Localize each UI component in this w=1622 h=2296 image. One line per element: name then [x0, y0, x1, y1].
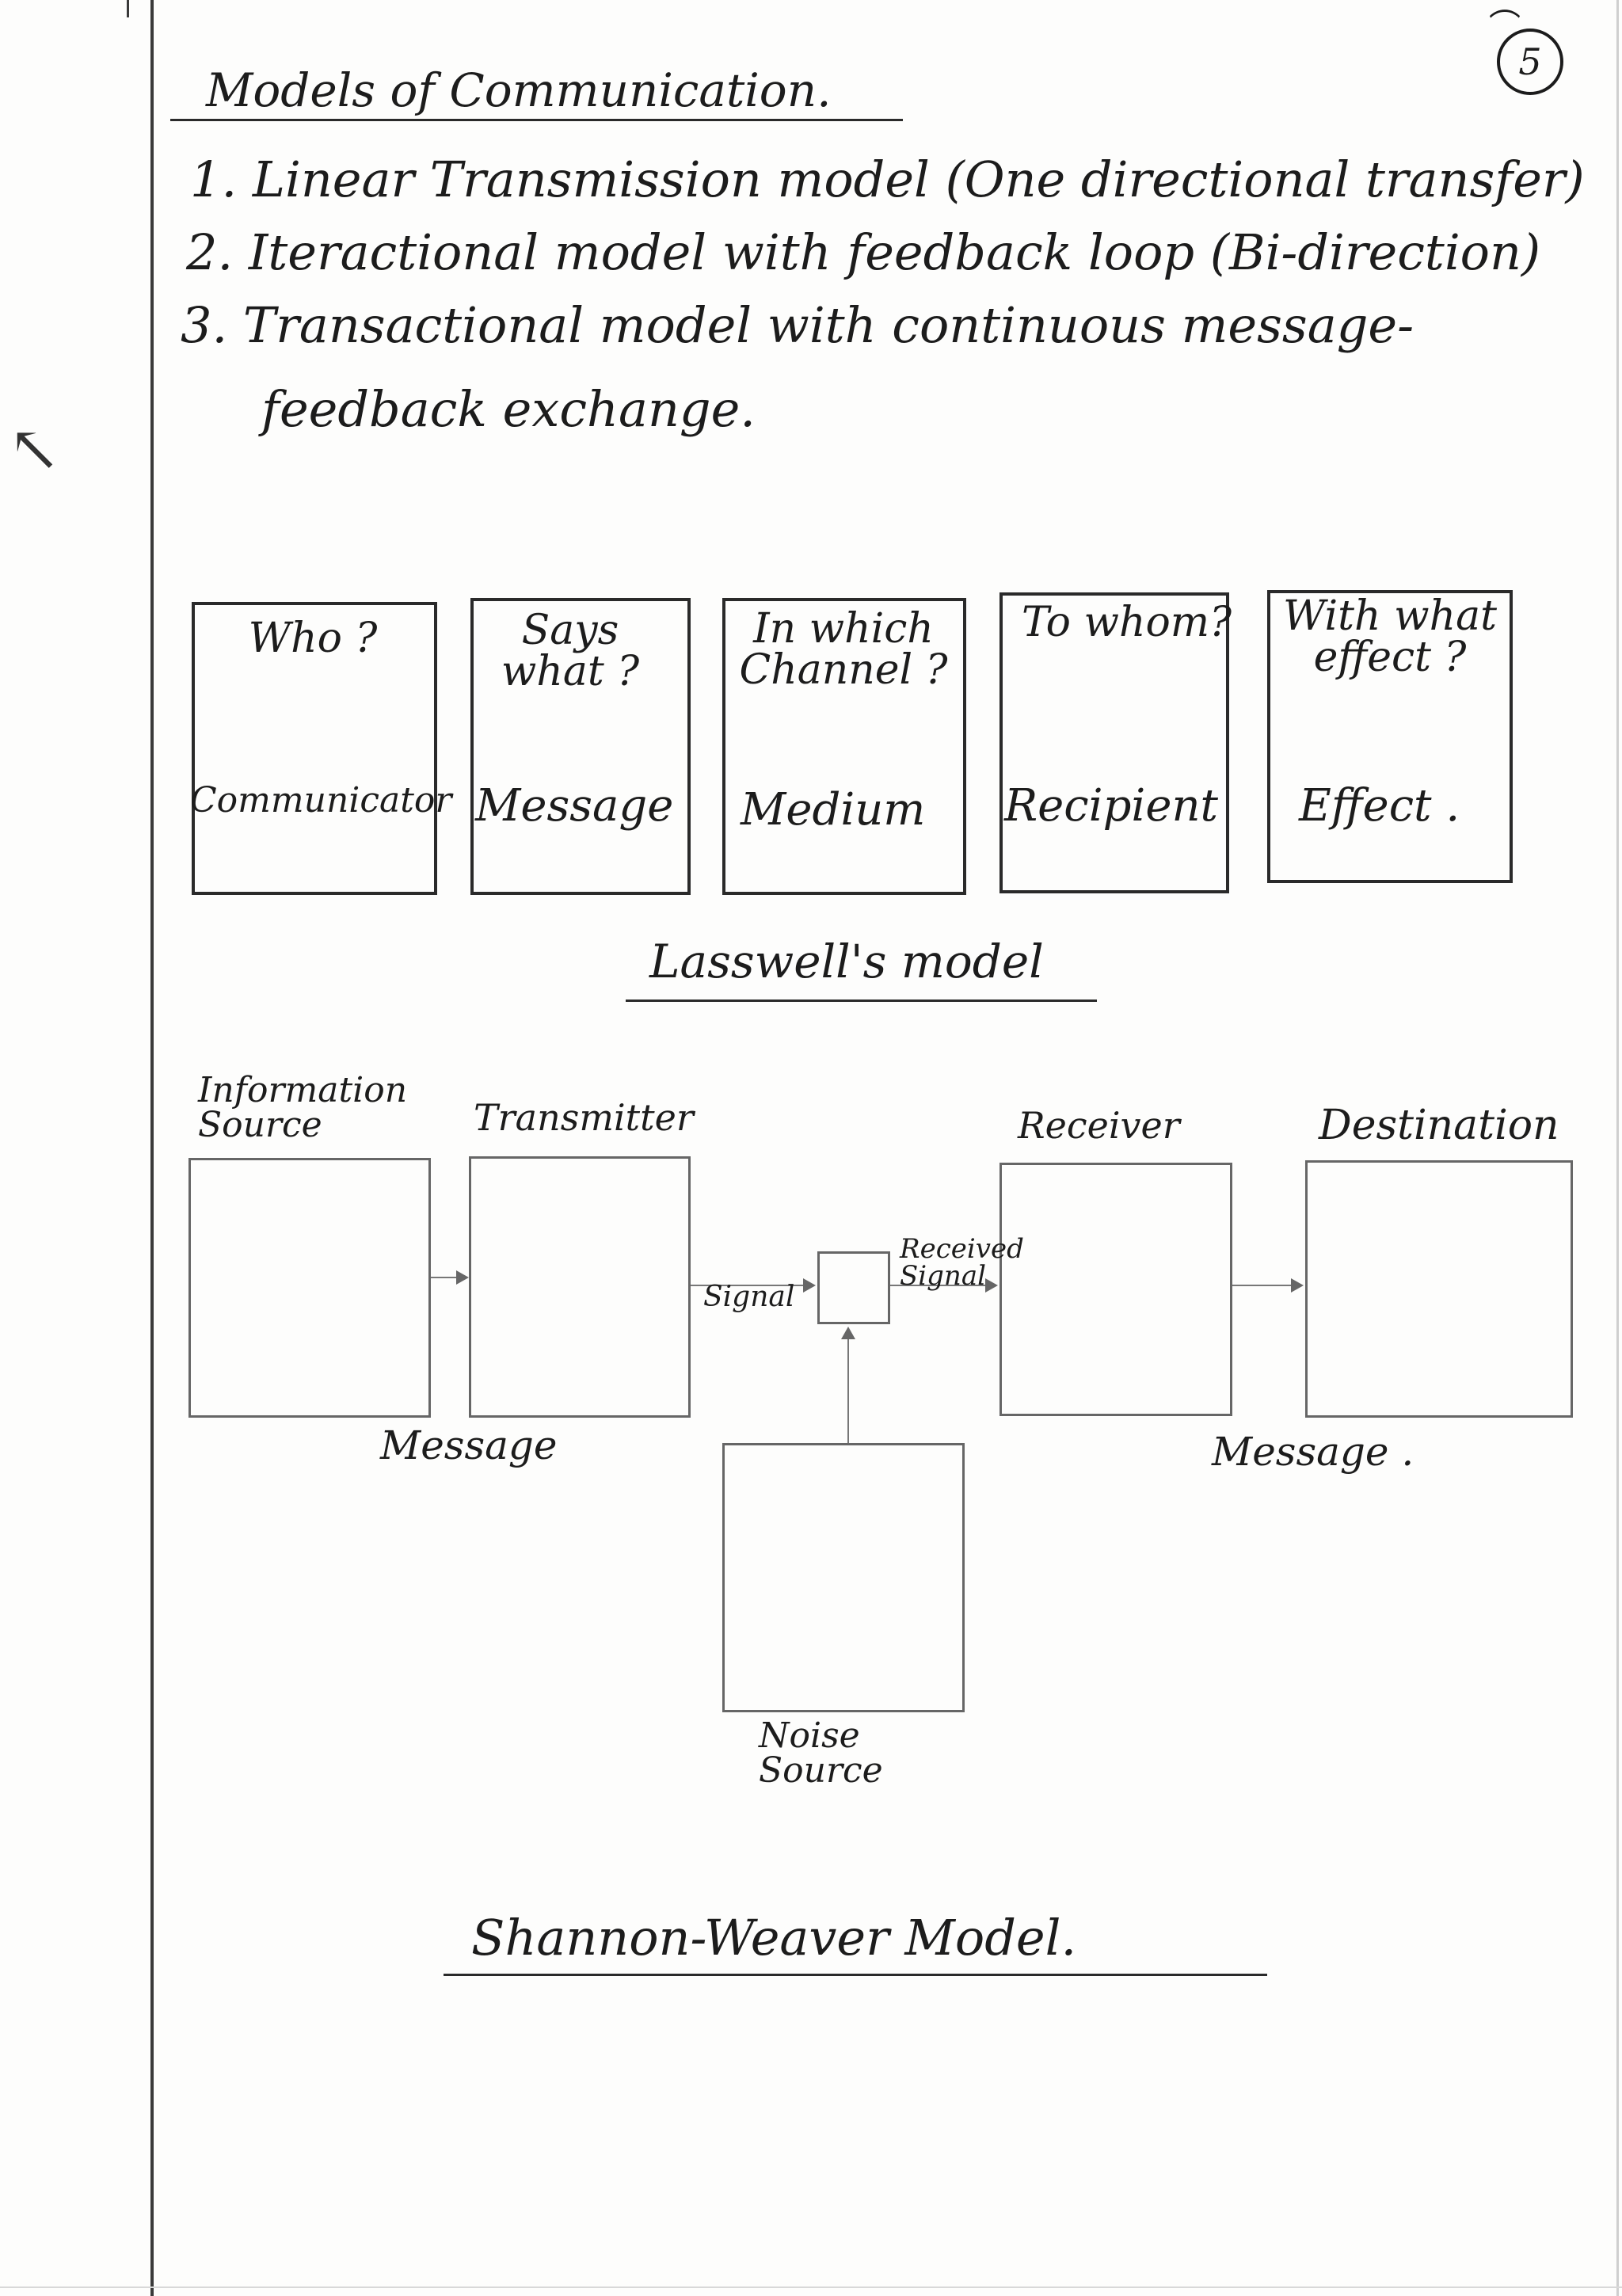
- arrow-transmitter-to-channel-head: [803, 1278, 816, 1293]
- arrow-noise-to-channel-head: [841, 1327, 855, 1339]
- label-destination: Destination: [1319, 1102, 1559, 1149]
- arrow-noise-to-channel: [847, 1338, 849, 1443]
- label-information-source: Information Source: [198, 1070, 408, 1145]
- lasswell-box-says-what: [470, 598, 691, 895]
- list-item-1: 1. Linear Transmission model (One direct…: [190, 150, 1585, 208]
- lasswell-answer-communicator: Communicator: [190, 780, 452, 821]
- shannon-weaver-caption-underline: [444, 1974, 1267, 1976]
- label-transmitter: Transmitter: [474, 1096, 694, 1139]
- page-edge: [1616, 0, 1619, 2296]
- lasswell-question-effect: With what effect ?: [1283, 592, 1497, 681]
- top-tick-mark: [127, 0, 129, 17]
- lasswell-answer-recipient: Recipient: [1004, 780, 1219, 832]
- page-number: 5: [1497, 29, 1563, 95]
- page-title: Models of Communication.: [206, 63, 832, 117]
- list-item-2: 2. Iteractional model with feedback loop…: [186, 223, 1541, 281]
- lasswell-question-who: Who ?: [248, 615, 378, 662]
- margin-tick-mark: ↖: [8, 412, 62, 485]
- box-channel: [817, 1251, 890, 1324]
- lasswell-question-says-what: Says what ?: [501, 607, 640, 695]
- label-receiver: Receiver: [1018, 1104, 1180, 1147]
- lasswell-question-to-whom: To whom?: [1022, 599, 1232, 646]
- lasswell-caption: Lasswell's model: [649, 935, 1044, 988]
- list-item-3-continued: feedback exchange.: [261, 380, 756, 438]
- label-message-right: Message .: [1212, 1429, 1414, 1475]
- lasswell-box-effect: [1267, 590, 1513, 883]
- label-message-left: Message: [380, 1422, 558, 1468]
- arrow-channel-to-receiver-head: [985, 1278, 998, 1293]
- lasswell-answer-medium: Medium: [741, 784, 926, 836]
- page-bottom-edge: [0, 2286, 1622, 2288]
- arrow-transmitter-to-channel: [691, 1285, 805, 1286]
- title-underline: [170, 119, 903, 121]
- box-destination: [1305, 1160, 1573, 1418]
- list-item-3: 3. Transactional model with continuous m…: [181, 296, 1414, 354]
- arrow-receiver-to-destination-head: [1291, 1278, 1304, 1293]
- shannon-weaver-caption: Shannon-Weaver Model.: [471, 1909, 1077, 1967]
- lasswell-box-who: [192, 602, 437, 895]
- lasswell-answer-message: Message: [475, 780, 674, 832]
- label-received-signal: Received Signal: [900, 1233, 1024, 1292]
- lasswell-caption-underline: [626, 1000, 1097, 1002]
- box-noise-source: [722, 1443, 965, 1712]
- label-noise-source: Noise Source: [759, 1715, 883, 1791]
- margin-line: [150, 0, 154, 2296]
- arrow-channel-to-receiver: [890, 1285, 987, 1286]
- lasswell-box-channel: [722, 598, 966, 895]
- arrow-source-to-transmitter-head: [456, 1270, 469, 1285]
- lasswell-box-to-whom: [999, 592, 1229, 893]
- box-transmitter: [469, 1156, 691, 1418]
- arrow-source-to-transmitter: [431, 1277, 458, 1278]
- arrow-receiver-to-destination: [1232, 1285, 1293, 1286]
- box-receiver: [999, 1163, 1232, 1416]
- box-information-source: [188, 1158, 431, 1418]
- lasswell-answer-effect: Effect .: [1299, 780, 1460, 832]
- label-signal: Signal: [703, 1281, 795, 1313]
- lasswell-question-channel: In which Channel ?: [739, 605, 948, 694]
